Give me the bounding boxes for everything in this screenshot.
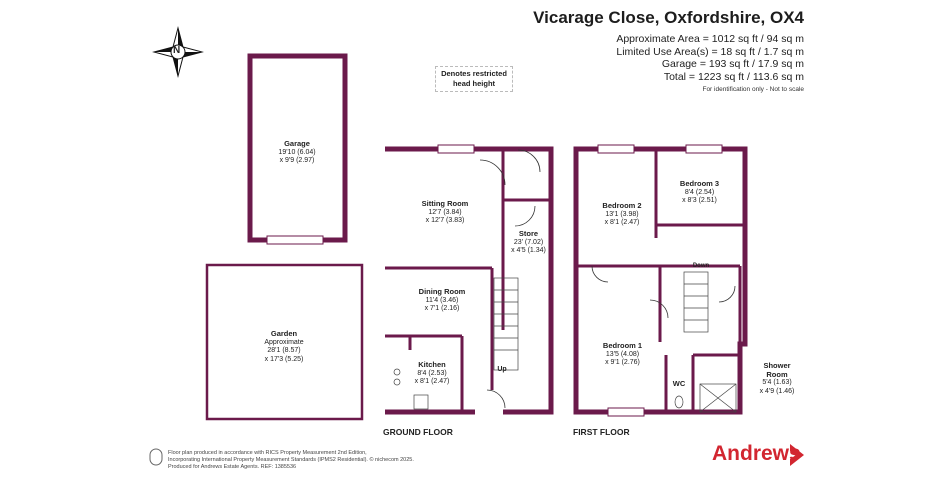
approx-area: Approximate Area = 1012 sq ft / 94 sq m (616, 33, 804, 45)
garden-outline (205, 263, 364, 421)
room-label-wc: WC (672, 379, 686, 388)
brand-chevron-icon (790, 444, 804, 466)
footer-badge-icon (149, 448, 163, 466)
area-summary: Approximate Area = 1012 sq ft / 94 sq m … (616, 33, 804, 95)
limited-use-area: Limited Use Area(s) = 18 sq ft / 1.7 sq … (616, 45, 804, 58)
total-area: Total = 1223 sq ft / 113.6 sq m (663, 70, 804, 83)
footer-disclaimer: Floor plan produced in accordance with R… (168, 450, 414, 470)
brand-logo: Andrews (712, 442, 801, 465)
restricted-height-legend: Denotes restricted head height (435, 66, 513, 92)
first-floor-label: FIRST FLOOR (573, 427, 630, 437)
garage-area: Garage = 193 sq ft / 17.9 sq m (661, 58, 804, 70)
page-title: Vicarage Close, Oxfordshire, OX4 (533, 8, 804, 27)
scale-note: For identification only - Not to scale (702, 86, 804, 93)
stairs-up-label: Up (497, 366, 507, 373)
ground-floor-label: GROUND FLOOR (383, 427, 453, 437)
compass-rose (152, 26, 204, 78)
compass-letter: N (173, 45, 181, 56)
stairs-down-label: Down (692, 263, 710, 269)
